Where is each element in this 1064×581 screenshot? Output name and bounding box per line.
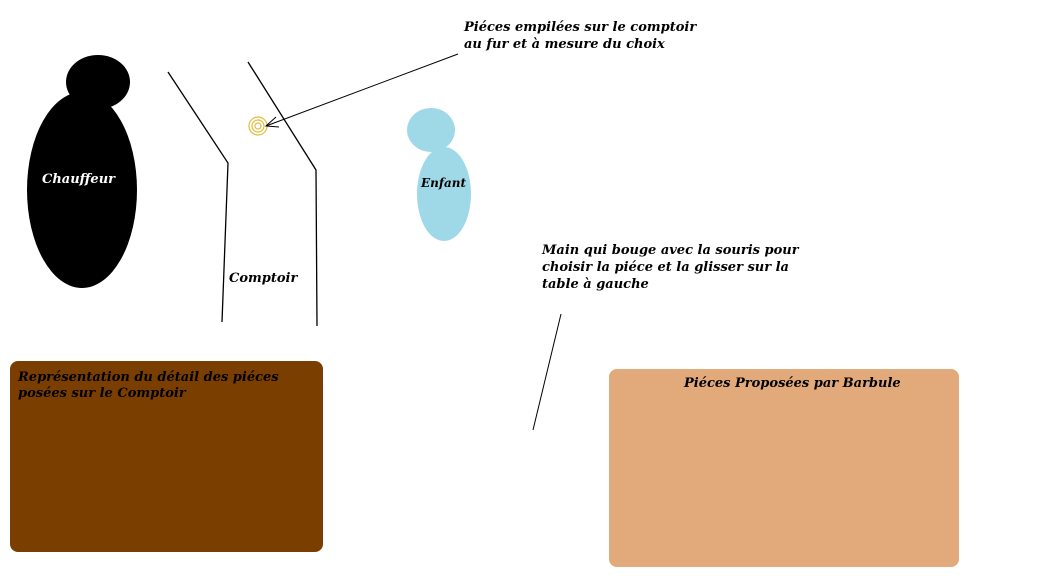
counter-outline [167,61,318,327]
driver-body [27,92,137,288]
offered-coins-title: Piéces Proposées par Barbule [684,376,901,391]
hand-annotation-line [532,313,562,431]
child-head [407,108,455,152]
driver-figure [27,55,137,288]
coins-annotation-arrow [264,53,459,128]
stacked-coins-icon [248,116,268,136]
counter-right-edge [247,61,318,327]
child-label: Enfant [421,176,467,190]
stacked-coins-annotation: Piéces empilées sur le comptoir au fur e… [464,20,697,52]
offered-coins-panel[interactable]: Piéces Proposées par Barbule [609,369,959,567]
counter-detail-panel[interactable]: Représentation du détail des piéces posé… [10,361,323,552]
counter-label: Comptoir [229,271,298,286]
counter-detail-title: Représentation du détail des piéces posé… [18,370,279,401]
counter-left-edge [167,71,229,323]
child-body [417,147,471,241]
child-figure [407,108,471,241]
moving-hand-annotation: Main qui bouge avec la souris pour chois… [542,243,799,292]
driver-label: Chauffeur [42,172,115,187]
